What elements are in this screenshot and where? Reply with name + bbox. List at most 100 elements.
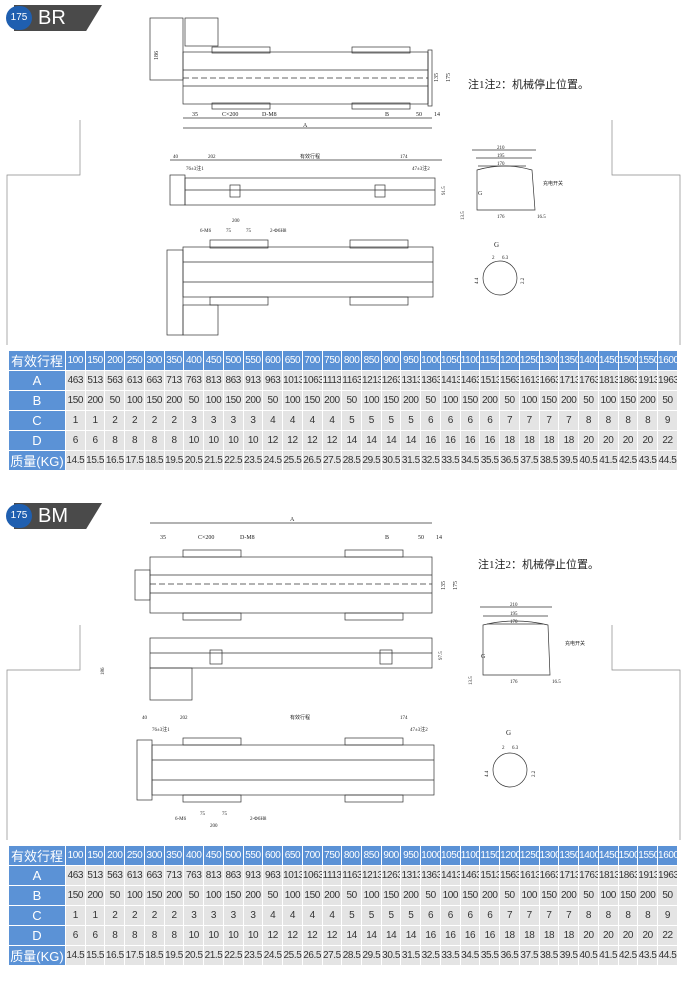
table-cell: 200 [242,885,264,906]
column-header: 800 [341,845,363,866]
table-cell: 16 [459,430,481,451]
table-cell: 8 [124,925,145,946]
table-cell: 1713 [558,865,580,886]
page-number-badge: 175 [6,504,32,528]
table-cell: 463 [65,370,86,391]
row-label: B [8,390,66,411]
page-number-badge: 175 [6,6,32,30]
table-cell: 7 [538,410,560,431]
table-cell: 5 [361,410,382,431]
table-cell: 50 [183,390,205,411]
dim-a: A [290,517,295,523]
dim-200: 200 [232,219,240,224]
row-label: 有效行程 [8,350,66,371]
table-cell: 4 [282,905,303,926]
table-cell: 20 [637,430,659,451]
table-cell: 200 [242,390,264,411]
table-cell: 1463 [459,370,481,391]
table-cell: 1813 [597,865,619,886]
column-header: 250 [124,845,145,866]
table-cell: 913 [242,370,264,391]
column-header: 1000 [420,845,441,866]
table-cell: 20 [617,430,639,451]
column-header: 1100 [459,845,481,866]
dim-210: 210 [497,146,505,151]
column-header: 650 [282,845,303,866]
bm-drawing: A 35 C×200 D-M8 B 50 14 135 175 注1注2：机械停… [6,517,681,840]
table-cell: 39.5 [558,945,580,966]
table-cell: 4 [301,905,323,926]
motor [184,17,219,47]
row-label: D [8,430,66,451]
table-cell: 1763 [578,370,599,391]
br-drawing: 35 C×200 D-M8 B 50 14 A 135 175 186 注1注2… [6,17,681,345]
motor-housing [149,17,184,81]
dim-40: 40 [142,716,148,721]
table-cell: 1763 [578,865,599,886]
table-cell: 18 [518,925,540,946]
table-cell: 16 [459,925,481,946]
detail-g-mark: G [478,191,483,197]
table-cell: 30.5 [380,945,402,966]
column-header: 1550 [637,350,659,371]
table-cell: 16 [479,430,501,451]
table-cell: 18 [558,925,580,946]
table-cell: 9 [657,905,678,926]
table-cell: 22.5 [222,945,244,966]
table-cell: 4 [301,410,323,431]
table-cell: 17.5 [124,945,145,966]
dim-175: 175 [453,581,459,590]
table-cell: 200 [84,390,106,411]
table-cell: 513 [84,370,106,391]
dim-176: 176 [497,215,505,220]
dim-d: D-M8 [240,535,255,541]
row-label: B [8,885,66,906]
table-cell: 150 [617,390,639,411]
column-header: 350 [163,350,185,371]
column-header: 1350 [558,845,580,866]
row-label: C [8,410,66,431]
table-cell: 4 [262,905,284,926]
table-cell: 50 [499,390,520,411]
table-cell: 663 [143,865,165,886]
dim-135: 135 [434,73,440,82]
dim-pin-holes: 2-Φ6H8 [250,817,267,822]
table-cell: 150 [538,390,560,411]
dim-170: 170 [510,620,518,625]
switch-label: 充电开关 [565,640,585,647]
table-cell: 29.5 [361,945,382,966]
table-cell: 1563 [499,370,520,391]
dim-75b: 75 [222,812,228,817]
table-cell: 100 [439,390,461,411]
table-cell: 34.5 [459,450,481,471]
table-cell: 863 [222,370,244,391]
dim-200: 200 [210,824,218,829]
table-cell: 1013 [282,865,303,886]
model-name: BR [38,7,66,29]
table-cell: 12 [301,430,323,451]
table-cell: 6 [459,905,481,926]
column-header: 1600 [657,845,678,866]
table-cell: 25.5 [282,450,303,471]
table-cell: 150 [301,885,323,906]
column-header: 450 [203,350,224,371]
table-cell: 1113 [321,370,343,391]
table-cell: 1263 [380,370,402,391]
table-cell: 10 [183,430,205,451]
table-cell: 50 [657,390,678,411]
stop-note: 注1注2：机械停止位置。 [478,557,599,571]
table-cell: 41.5 [597,945,619,966]
table-cell: 50 [657,885,678,906]
dim-g-4-4: 4.4 [475,277,480,284]
column-header: 1250 [518,350,540,371]
table-cell: 4 [262,410,284,431]
table-cell: 5 [380,410,402,431]
table-cell: 20 [597,430,619,451]
table-cell: 31.5 [400,945,422,966]
detail-g-circle [492,752,528,788]
table-cell: 12 [282,925,303,946]
table-cell: 200 [400,885,422,906]
